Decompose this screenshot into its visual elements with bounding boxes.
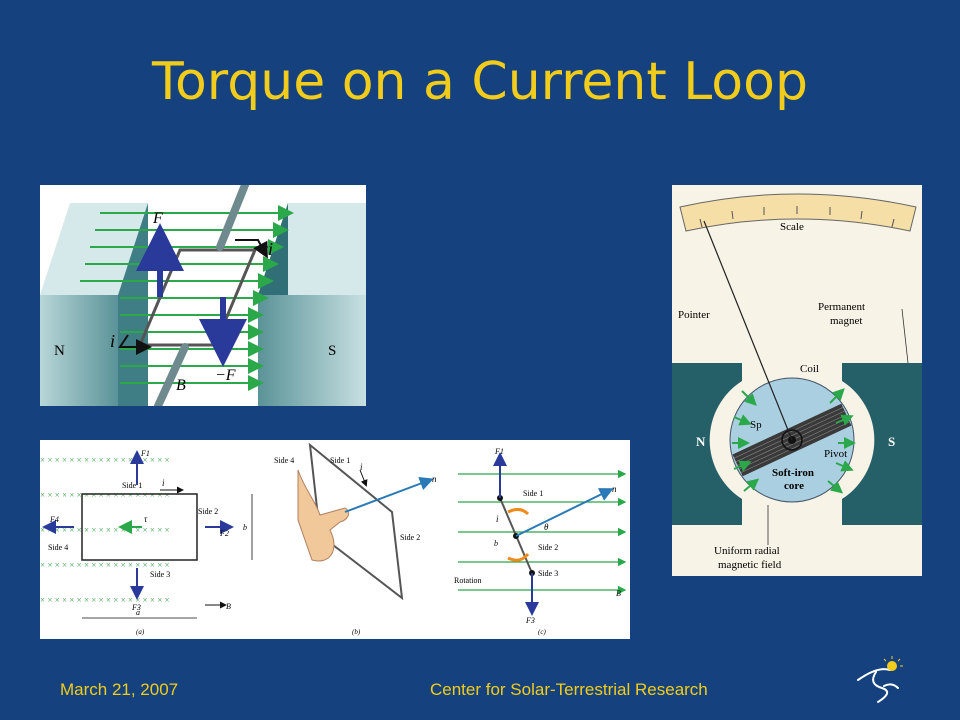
panel-c: F1 Side 1 n i θ b Side 2 Side 3 Rotation… — [454, 447, 627, 636]
current-arrow-bottom — [118, 334, 152, 355]
c-F1: F1 — [494, 447, 504, 456]
c-B: B — [616, 589, 621, 598]
meter-scale-label: Scale — [780, 221, 804, 233]
b-n: n — [432, 474, 437, 484]
current-loop-in-magnet-figure: F −F B i i N S — [40, 185, 366, 406]
c-i: i — [496, 514, 499, 524]
b-side4: Side 4 — [274, 456, 294, 465]
motor-label-i-top: i — [268, 239, 273, 259]
c-F3: F3 — [525, 616, 535, 625]
c-side1: Side 1 — [523, 489, 543, 498]
panel-b: Side 4 Side 1 i n Side 2 (b) — [274, 442, 437, 636]
loop-sides-figure: × × × × × × × × × × × × × × × × × × × × … — [40, 440, 630, 639]
svg-text:× × × × × × × × × ×: × × × × × × × × × × × × × × × × × × — [40, 560, 170, 570]
permanent-magnet — [672, 363, 922, 525]
current-arrow-top — [235, 239, 268, 259]
slide-title: Torque on a Current Loop — [152, 52, 808, 112]
b-caption: (b) — [352, 628, 361, 636]
a-side1: Side 1 — [122, 481, 142, 490]
south-pole-magnet — [258, 203, 366, 406]
a-side3: Side 3 — [150, 570, 170, 579]
meter-magnet-label-2: magnet — [830, 315, 862, 327]
north-pole-magnet — [40, 203, 148, 406]
field-crosses: × × × × × × × × × × × × × × × × × × × × … — [40, 455, 170, 605]
meter-pointer-label: Pointer — [678, 309, 710, 321]
a-F3: F3 — [131, 603, 141, 612]
meter-core-label-1: Soft-iron — [772, 467, 814, 479]
meter-pivot-label: Pivot — [824, 448, 847, 460]
meter-pole-s: S — [888, 434, 895, 449]
a-a: a — [136, 608, 140, 617]
meter-core-label-2: core — [784, 480, 804, 492]
organization-logo-icon — [848, 652, 918, 708]
c-caption: (c) — [538, 628, 546, 636]
pointer — [703, 220, 793, 441]
a-F2: F2 — [219, 529, 229, 538]
meter-sp-label: Sp — [750, 419, 762, 431]
motor-pole-s: S — [328, 343, 336, 359]
b-side1: Side 1 — [330, 456, 350, 465]
a-F4: F4 — [49, 515, 59, 524]
meter-field-label-2: magnetic field — [718, 559, 782, 571]
motor-label-F: F — [152, 210, 163, 227]
motor-label-B: B — [176, 377, 186, 394]
svg-text:× × × × × × × × × ×: × × × × × × × × × × × × × × × × × × — [40, 595, 170, 605]
meter-field-label-1: Uniform radial — [714, 545, 780, 557]
meter-pole-n: N — [696, 434, 706, 449]
motor-label-negF: −F — [215, 367, 236, 384]
a-b: b — [243, 523, 247, 532]
panel-a: × × × × × × × × × × × × × × × × × × × × … — [40, 449, 253, 636]
c-side3: Side 3 — [538, 569, 558, 578]
motor-label-i-bottom: i — [110, 331, 115, 351]
radial-field-arrows — [732, 388, 856, 494]
c-b: b — [494, 539, 498, 548]
svg-text:× × × × × × × × × ×: × × × × × × × × × × × × × × × × × × — [40, 525, 170, 535]
motor-pole-n: N — [54, 343, 65, 359]
svg-text:× × × × × × × × × ×: × × × × × × × × × × × × × × × × × × — [40, 490, 170, 500]
a-tau: τ — [144, 514, 148, 524]
axle-rod — [154, 185, 249, 406]
a-side2: Side 2 — [198, 507, 218, 516]
a-i: i — [162, 478, 165, 488]
b-i: i — [360, 462, 363, 472]
meter-magnet-label-1: Permanent — [818, 301, 865, 313]
a-F1: F1 — [140, 449, 150, 458]
a-side4: Side 4 — [48, 543, 68, 552]
svg-text:× × × × × × × × × ×: × × × × × × × × × × × × × × × × × × — [40, 455, 170, 465]
a-caption: (a) — [136, 628, 145, 636]
c-theta: θ — [544, 522, 549, 532]
footer-organization: Center for Solar-Terrestrial Research — [430, 680, 708, 699]
right-hand-icon — [297, 469, 350, 562]
a-B: B — [226, 602, 231, 611]
c-n: n — [612, 484, 617, 494]
b-side2: Side 2 — [400, 533, 420, 542]
c-side2: Side 2 — [538, 543, 558, 552]
footer-date: March 21, 2007 — [60, 680, 179, 699]
meter-coil-label: Coil — [800, 363, 819, 375]
galvanometer-figure: Scale — [672, 185, 922, 576]
scale-arc — [679, 193, 917, 232]
c-rotation: Rotation — [454, 576, 482, 585]
